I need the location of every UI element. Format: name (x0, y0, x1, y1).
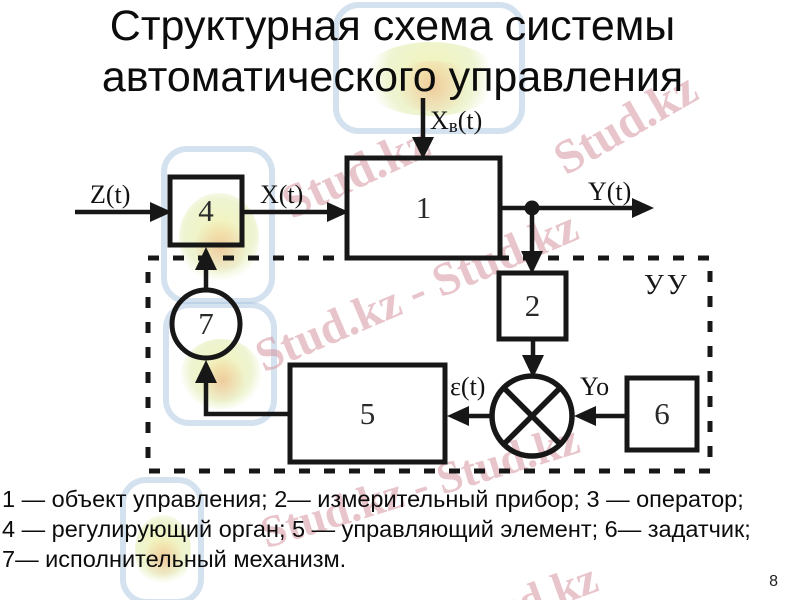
arrowhead-into-block7 (195, 360, 217, 383)
label-epsilon-error: ε(t) (450, 372, 486, 401)
arrowhead-into-comparator-top (522, 355, 544, 378)
comparator-cross-icon (502, 386, 562, 446)
slide-title: Структурная схема системы автоматическог… (0, 1, 785, 103)
arrowhead-into-comparator-right (574, 406, 596, 426)
controller-frame-label: УУ (644, 270, 690, 301)
label-xv-subscript: в (448, 116, 458, 137)
arrowhead-z (150, 202, 172, 222)
legend-line1: 1 — объект управления; 2— измерительный … (2, 486, 744, 512)
block-7-number: 7 (198, 306, 214, 341)
label-yo-setpoint: Yo (580, 372, 610, 401)
arrowhead-into-block2 (521, 251, 543, 274)
label-z-input: Z(t) (90, 180, 131, 209)
block-2-number: 2 (524, 288, 541, 323)
label-xv-base: X (430, 106, 449, 135)
diagram-legend: 1 — объект управления; 2— измерительный … (2, 484, 751, 574)
label-x-signal: X(t) (260, 180, 304, 209)
arrowhead-into-block5 (447, 406, 469, 426)
legend-line3: 7— исполнительный механизм. (2, 546, 347, 572)
label-y-output: Y(t) (588, 177, 632, 206)
label-xv-tail: (t) (457, 106, 483, 135)
block-4-number: 4 (198, 193, 214, 228)
legend-line2: 4 — регулирующий орган; 5 — управляющий … (2, 516, 751, 542)
block-1-number: 1 (415, 190, 432, 225)
arrowhead-x (327, 202, 349, 222)
page-number: 8 (769, 573, 778, 590)
arrowhead-xv (412, 137, 434, 159)
slide-title-line1: Структурная схема системы (109, 2, 676, 50)
label-xv-disturbance: Xв(t) (430, 106, 483, 137)
block-5-number: 5 (359, 395, 376, 431)
block-6-number: 6 (654, 396, 670, 431)
branch-junction-dot (524, 200, 540, 216)
arrowhead-y (632, 198, 654, 218)
line-block5-to-block7 (203, 383, 290, 417)
slide-title-line2: автоматического управления (101, 53, 684, 101)
